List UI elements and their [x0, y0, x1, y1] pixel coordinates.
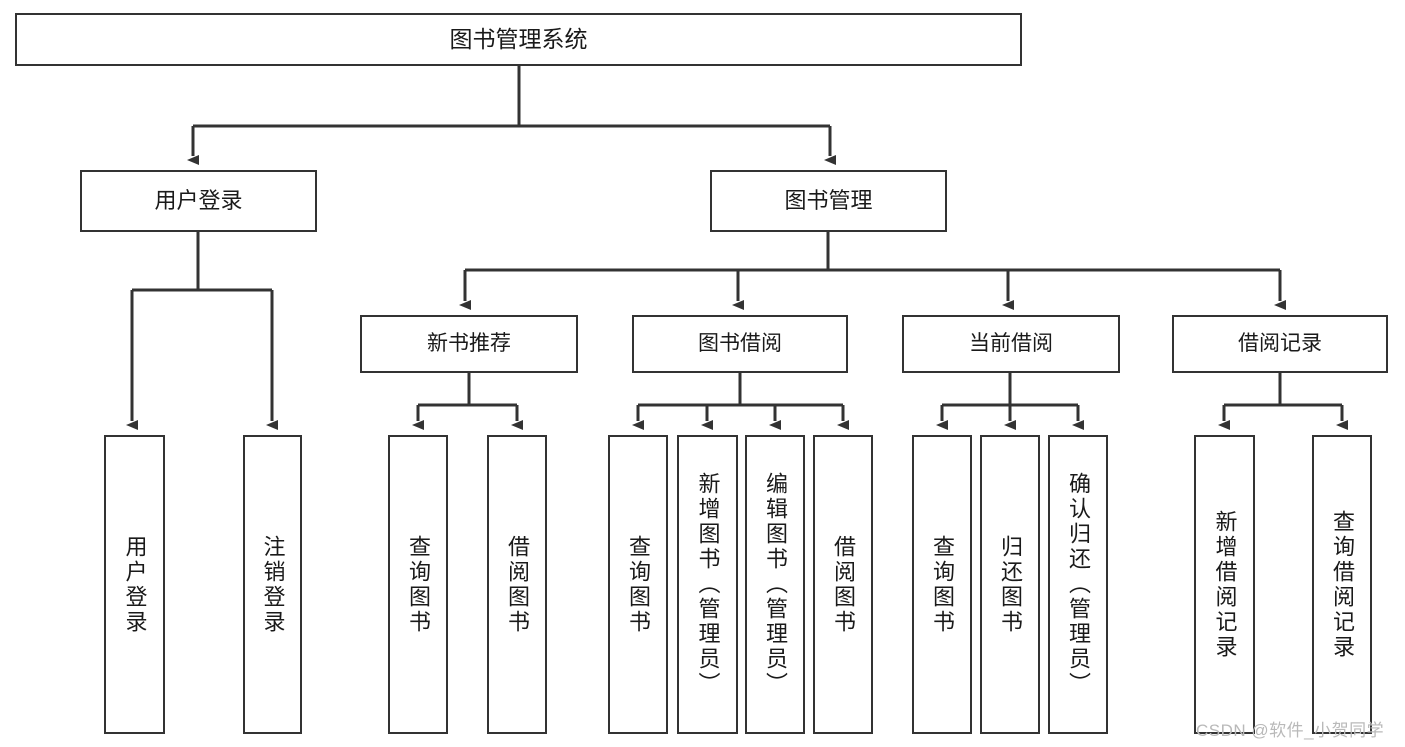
- node-label: 图书管理: [784, 187, 873, 213]
- node-level3-current-borrow[interactable]: 当前借阅: [902, 315, 1120, 373]
- node-label: 用户登录: [122, 534, 148, 635]
- node-label: 新书推荐: [427, 332, 511, 356]
- node-leaf-borrow-book[interactable]: 借阅图书: [813, 435, 873, 734]
- node-level3-new-book-recommend[interactable]: 新书推荐: [360, 315, 578, 373]
- node-label: 图书借阅: [698, 332, 782, 356]
- node-label: 注销登录: [260, 534, 286, 635]
- node-level3-book-borrow[interactable]: 图书借阅: [632, 315, 848, 373]
- node-label: 编辑图书（管理员）: [763, 472, 788, 697]
- node-level3-borrow-record[interactable]: 借阅记录: [1172, 315, 1388, 373]
- node-label: 查询借阅记录: [1330, 509, 1355, 660]
- node-leaf-query-book[interactable]: 查询图书: [608, 435, 668, 734]
- node-label: 归还图书: [998, 534, 1023, 635]
- node-leaf-logout[interactable]: 注销登录: [243, 435, 302, 734]
- node-label: 用户登录: [154, 187, 243, 213]
- node-label: 确认归还（管理员）: [1066, 472, 1091, 697]
- node-label: 借阅记录: [1238, 332, 1322, 356]
- node-leaf-borrow-book-recommend[interactable]: 借阅图书: [487, 435, 547, 734]
- node-level2-book-management[interactable]: 图书管理: [710, 170, 947, 232]
- node-label: 查询图书: [626, 534, 651, 635]
- node-root[interactable]: 图书管理系统: [15, 13, 1022, 66]
- node-label: 查询图书: [930, 534, 955, 635]
- node-root-label: 图书管理系统: [449, 25, 588, 52]
- node-leaf-confirm-return-admin[interactable]: 确认归还（管理员）: [1048, 435, 1108, 734]
- node-label: 新增图书（管理员）: [695, 472, 721, 697]
- watermark: CSDN @软件_小贺同学: [1196, 721, 1385, 740]
- node-leaf-edit-book-admin[interactable]: 编辑图书（管理员）: [745, 435, 805, 734]
- node-leaf-add-borrow-record[interactable]: 新增借阅记录: [1194, 435, 1255, 734]
- node-leaf-query-book-recommend[interactable]: 查询图书: [388, 435, 448, 734]
- node-level2-user-login[interactable]: 用户登录: [80, 170, 317, 232]
- node-leaf-query-borrow-record[interactable]: 查询借阅记录: [1312, 435, 1372, 734]
- node-leaf-user-login[interactable]: 用户登录: [104, 435, 165, 734]
- node-label: 借阅图书: [831, 534, 856, 635]
- node-leaf-return-book[interactable]: 归还图书: [980, 435, 1040, 734]
- node-leaf-add-book-admin[interactable]: 新增图书（管理员）: [677, 435, 738, 734]
- node-label: 借阅图书: [505, 534, 530, 635]
- node-leaf-query-book-current[interactable]: 查询图书: [912, 435, 972, 734]
- node-label: 当前借阅: [969, 332, 1053, 356]
- node-label: 查询图书: [406, 534, 431, 635]
- node-label: 新增借阅记录: [1212, 509, 1238, 660]
